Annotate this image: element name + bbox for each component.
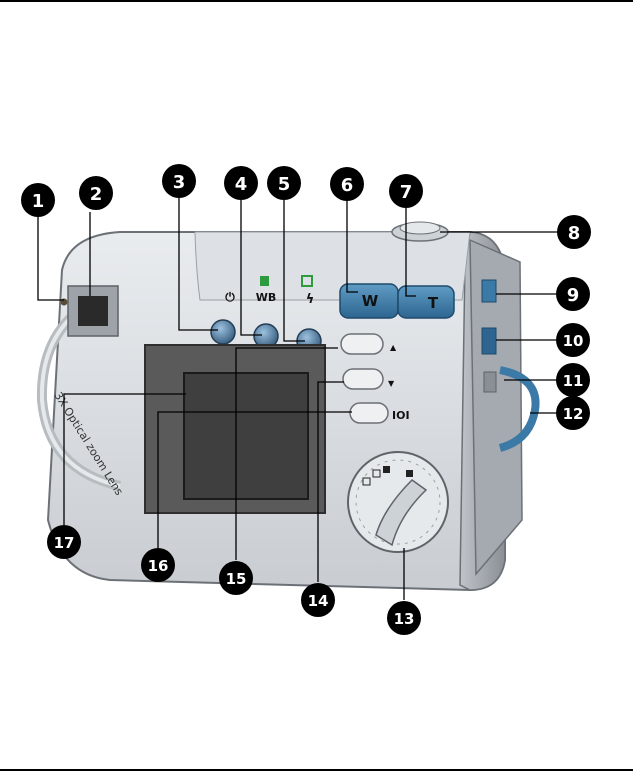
side-switch-9: [482, 280, 496, 302]
callout-14-label: 14: [308, 592, 329, 610]
callout-12: 12: [556, 396, 590, 430]
callout-2-label: 2: [90, 184, 103, 205]
callout-6-label: 6: [341, 175, 354, 196]
shutter-button: [392, 222, 448, 241]
viewfinder: [68, 286, 118, 336]
callout-2: 2: [79, 176, 113, 210]
lcd-screen: [145, 345, 325, 513]
callout-9: 9: [556, 277, 590, 311]
callout-8: 8: [557, 215, 591, 249]
callout-11-label: 11: [563, 372, 584, 390]
menu-up-button: [341, 334, 383, 354]
menu-down-mark: ▼: [388, 379, 395, 388]
dial-icon-3: [383, 466, 390, 473]
zoom-tele-mark: T: [428, 294, 439, 312]
power-mark: ⏻: [225, 290, 235, 304]
callout-12-label: 12: [563, 405, 584, 423]
callout-4: 4: [224, 166, 258, 200]
callout-17-label: 17: [54, 534, 75, 552]
wb-mark: WB: [256, 291, 277, 304]
callout-17: 17: [47, 525, 81, 559]
callout-7: 7: [389, 174, 423, 208]
callout-1: 1: [21, 183, 55, 217]
callout-3-label: 3: [173, 172, 186, 193]
delete-icon: [260, 276, 269, 286]
callout-5-label: 5: [278, 174, 291, 195]
callout-9-label: 9: [567, 285, 580, 306]
callout-11: 11: [556, 363, 590, 397]
mode-dial: [348, 452, 448, 552]
callout-8-label: 8: [568, 223, 581, 244]
zoom-rocker: W T: [340, 284, 454, 318]
callout-6: 6: [330, 167, 364, 201]
side-port-11: [484, 372, 496, 392]
callout-3: 3: [162, 164, 196, 198]
menu-down-button: [343, 369, 383, 389]
callout-4-label: 4: [235, 174, 248, 195]
dial-icon-4: [406, 470, 413, 477]
display-mark: IOI: [392, 409, 410, 422]
callout-5: 5: [267, 166, 301, 200]
zoom-wide-mark: W: [362, 292, 379, 310]
display-button: [350, 403, 388, 423]
callout-16-label: 16: [148, 557, 169, 575]
callout-1-label: 1: [32, 191, 45, 212]
callout-14: 14: [301, 583, 335, 617]
callout-15-label: 15: [226, 570, 247, 588]
callout-15: 15: [219, 561, 253, 595]
callout-10-label: 10: [563, 332, 584, 350]
menu-up-mark: ▲: [390, 343, 397, 352]
callout-13-label: 13: [394, 610, 415, 628]
callout-10: 10: [556, 323, 590, 357]
flash-mark: ϟ: [306, 292, 315, 307]
power-button: [211, 320, 235, 344]
callout-16: 16: [141, 548, 175, 582]
callout-7-label: 7: [400, 182, 413, 203]
callout-13: 13: [387, 601, 421, 635]
side-switch-10: [482, 328, 496, 354]
